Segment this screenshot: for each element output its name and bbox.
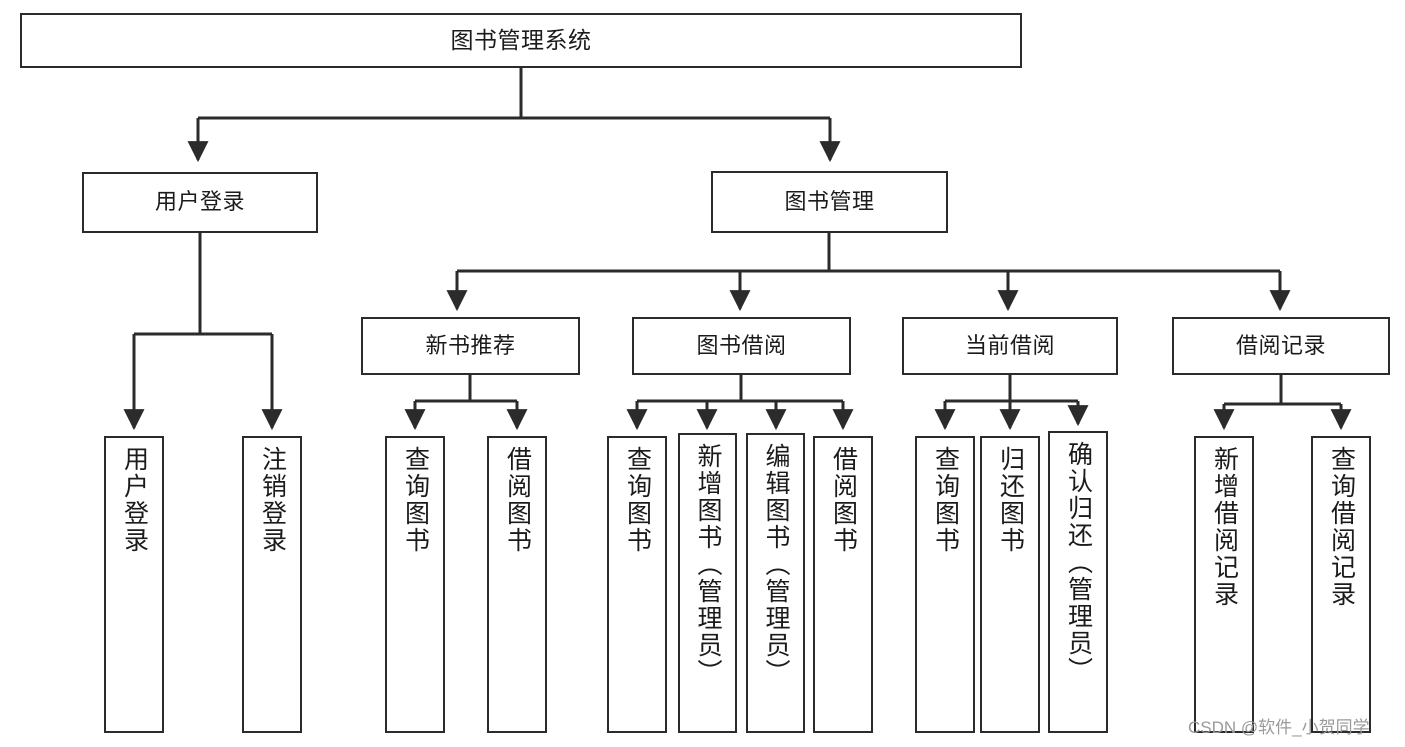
node-new-book-recommend[interactable]: 新书推荐 [361, 317, 580, 375]
node-label: 借阅图书 [829, 446, 858, 554]
leaf-add-borrow-record[interactable]: 新增借阅记录 [1194, 436, 1254, 733]
leaf-return-book[interactable]: 归还图书 [980, 436, 1040, 733]
node-book-borrow[interactable]: 图书借阅 [632, 317, 851, 375]
leaf-borrow-book[interactable]: 借阅图书 [813, 436, 873, 733]
leaf-query-book-current[interactable]: 查询图书 [915, 436, 975, 733]
node-label: 新增图书（管理员） [694, 443, 722, 686]
node-label: 图书管理 [784, 188, 875, 214]
node-book-management[interactable]: 图书管理 [711, 171, 948, 233]
watermark: CSDN @软件_小贺同学 [1188, 718, 1370, 737]
node-label: 查询图书 [931, 446, 960, 554]
leaf-query-book-borrow[interactable]: 查询图书 [607, 436, 667, 733]
node-label: 当前借阅 [964, 332, 1055, 358]
leaf-query-book-recommend[interactable]: 查询图书 [385, 436, 445, 733]
leaf-edit-book-admin[interactable]: 编辑图书（管理员） [746, 433, 805, 733]
node-label: 查询图书 [401, 446, 430, 554]
node-user-login[interactable]: 用户登录 [82, 172, 318, 233]
node-borrow-records[interactable]: 借阅记录 [1172, 317, 1390, 375]
node-label: 用户登录 [120, 446, 149, 554]
leaf-confirm-return-admin[interactable]: 确认归还（管理员） [1048, 431, 1108, 733]
node-label: 编辑图书（管理员） [762, 443, 790, 686]
leaf-query-borrow-record[interactable]: 查询借阅记录 [1311, 436, 1371, 733]
node-label: 新书推荐 [425, 332, 516, 358]
node-label: 借阅记录 [1235, 332, 1326, 358]
node-current-borrow[interactable]: 当前借阅 [902, 317, 1118, 375]
node-root-system[interactable]: 图书管理系统 [20, 13, 1022, 68]
node-label: 归还图书 [996, 446, 1025, 554]
node-label: 查询借阅记录 [1327, 446, 1356, 608]
leaf-user-login[interactable]: 用户登录 [104, 436, 164, 733]
node-label: 注销登录 [258, 446, 287, 554]
leaf-logout[interactable]: 注销登录 [242, 436, 302, 733]
node-label: 查询图书 [623, 446, 652, 554]
node-label: 借阅图书 [503, 446, 532, 554]
leaf-add-book-admin[interactable]: 新增图书（管理员） [678, 433, 737, 733]
leaf-borrow-book-recommend[interactable]: 借阅图书 [487, 436, 547, 733]
node-label: 图书管理系统 [450, 26, 592, 53]
node-label: 图书借阅 [696, 332, 787, 358]
node-label: 新增借阅记录 [1210, 446, 1239, 608]
node-label: 确认归还（管理员） [1064, 441, 1093, 684]
node-label: 用户登录 [154, 189, 245, 215]
